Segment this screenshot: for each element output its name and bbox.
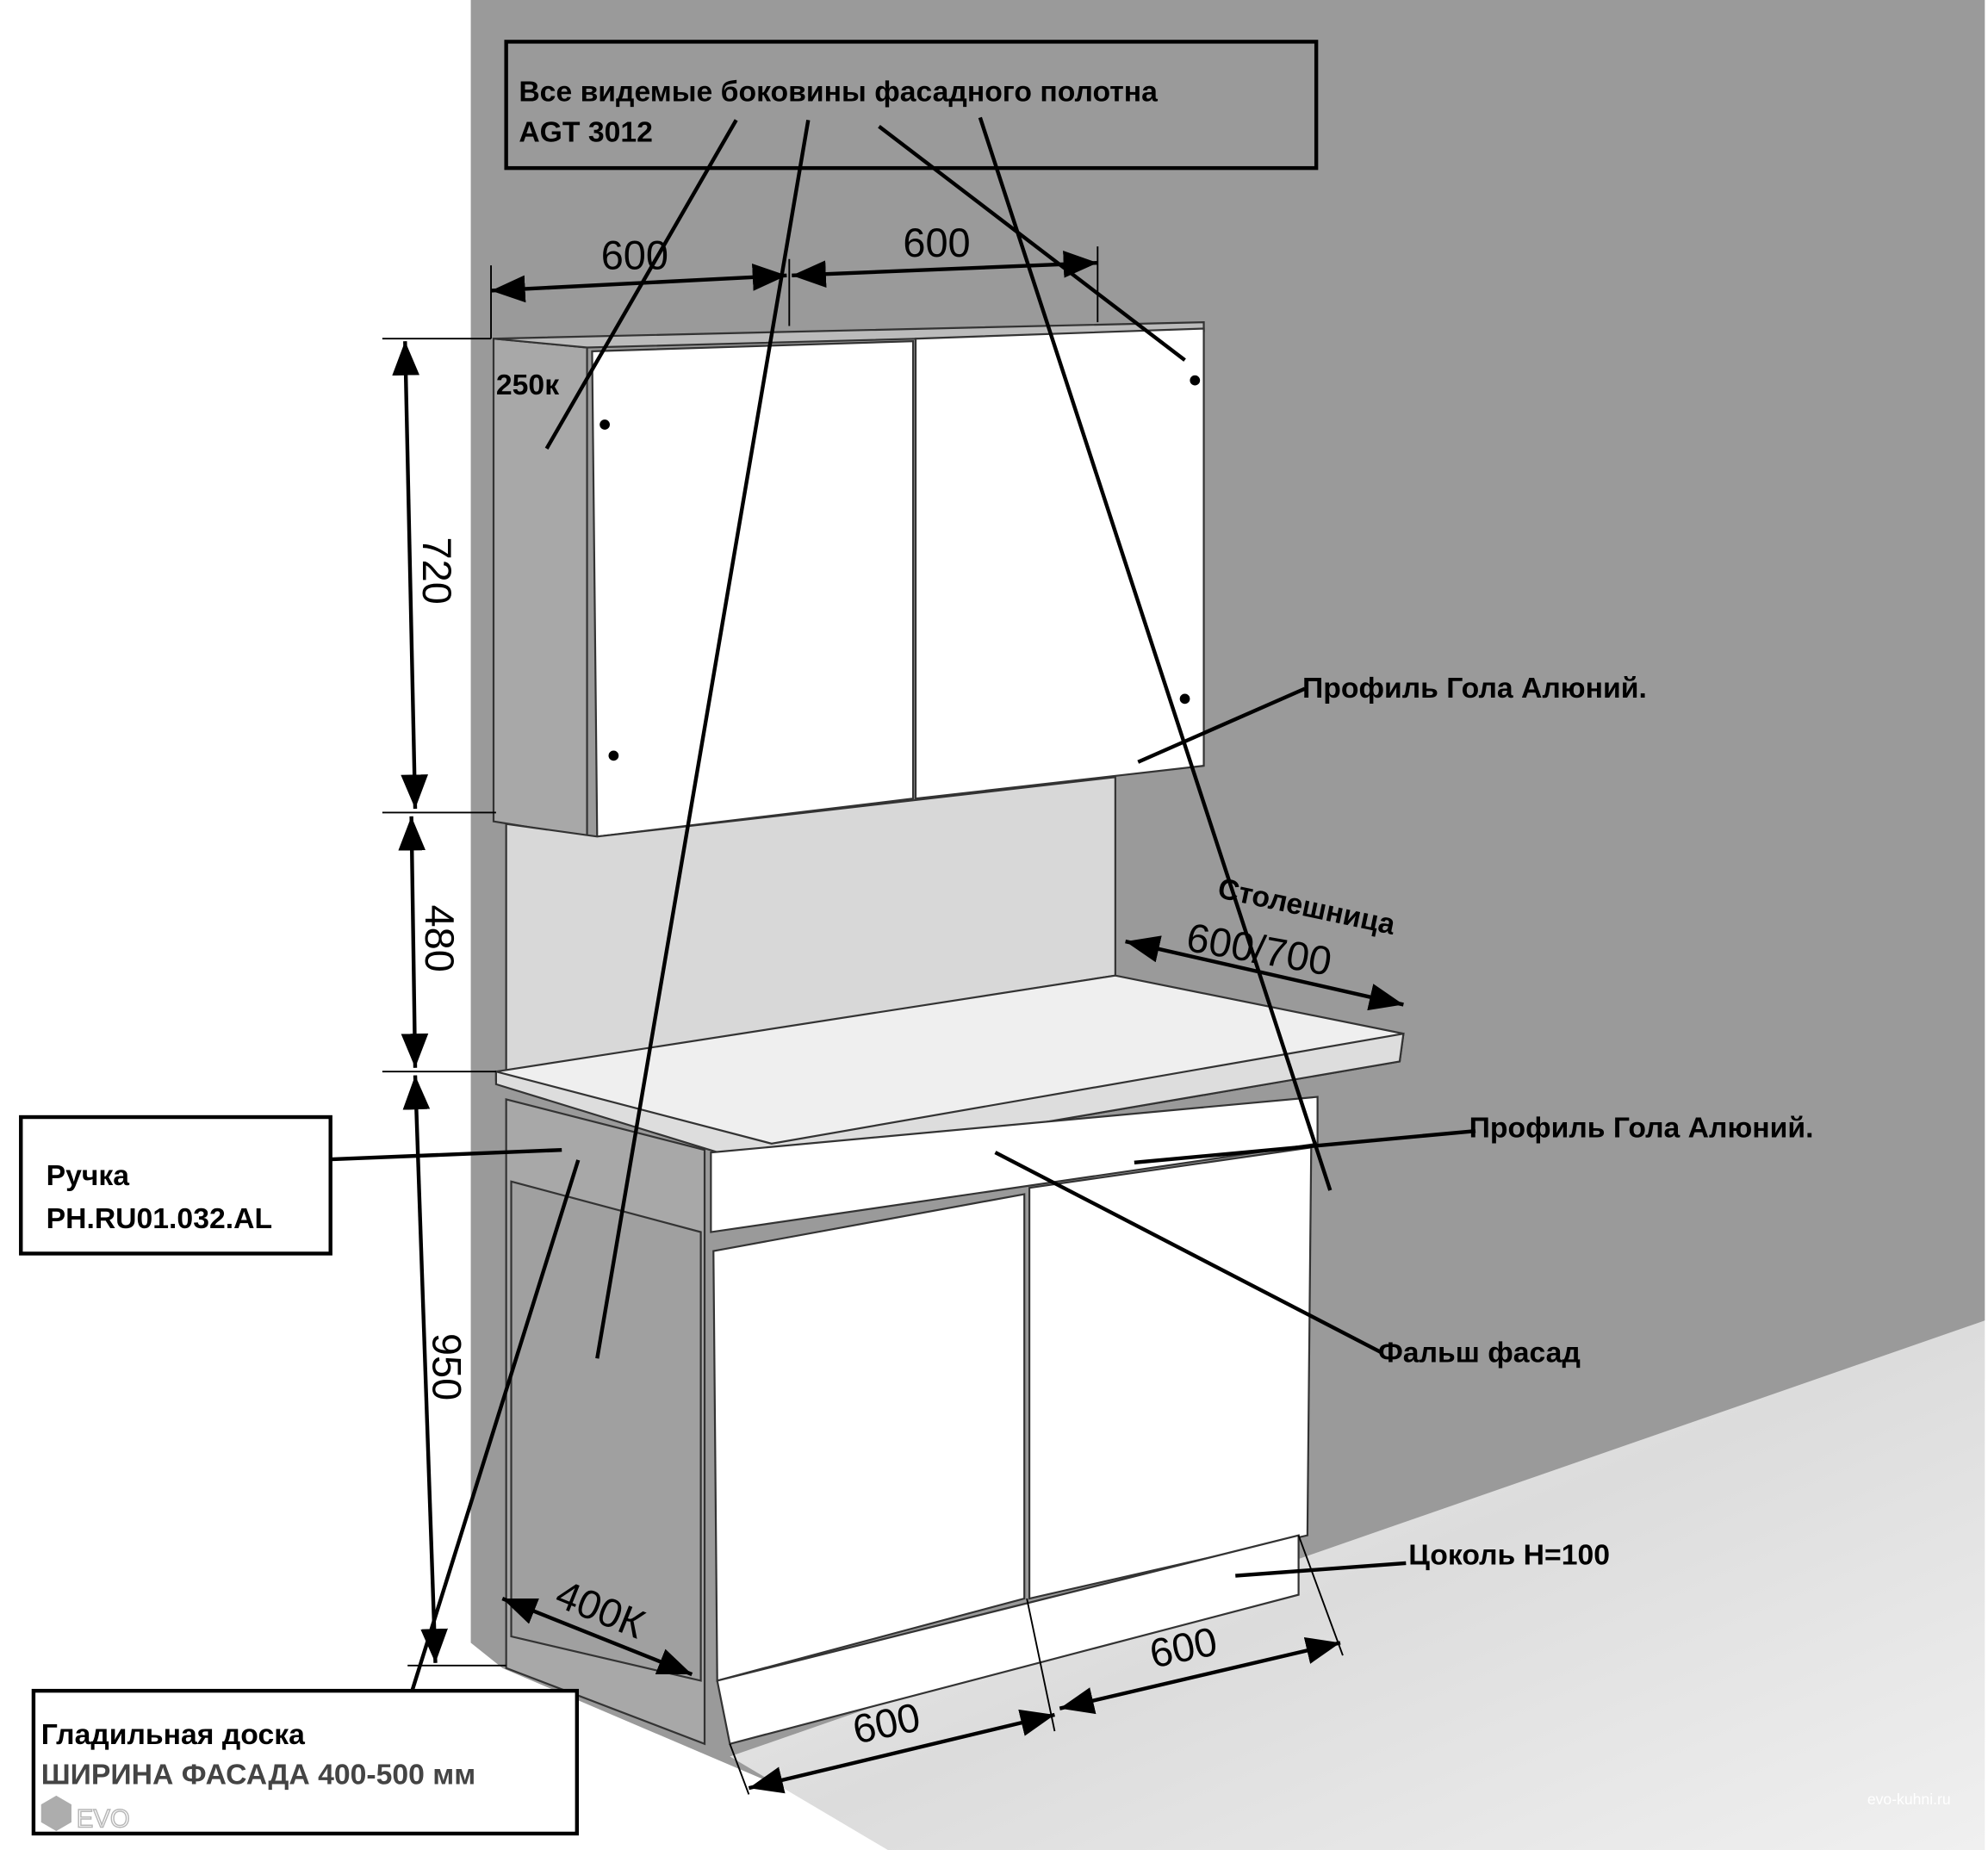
lower-door-left (712, 1193, 1026, 1682)
side-panels-callout-line1: Все видемые боковины фасадного полотна (519, 75, 1158, 108)
leader-lines (189, 116, 1476, 1739)
profile-lower-label: Профиль Гола Алюний. (1469, 1111, 1814, 1144)
upper-side-panel (492, 338, 588, 838)
dim-upper-width-left: 600 (601, 233, 668, 278)
handle-callout-line1: Ручка (47, 1159, 130, 1192)
ironing-board-callout-box (31, 1688, 580, 1836)
ironing-board-callout-line2: ШИРИНА ФАСАДА 400-500 мм (41, 1759, 475, 1791)
lower-door-right (1028, 1145, 1313, 1600)
evo-logo: EVO (40, 1795, 130, 1834)
ironing-board-callout-line1: Гладильная доска (41, 1718, 305, 1751)
false-facade (710, 1096, 1319, 1233)
watermark-site: evo-kuhni.ru (1867, 1791, 1951, 1808)
countertop-edge (494, 1032, 1405, 1170)
dim-upper-width-right: 600 (903, 220, 970, 265)
upper-module-label: 250к (496, 369, 559, 401)
dim-lower-height: 950 (425, 1333, 470, 1400)
plinth (716, 1534, 1300, 1746)
dim-upper-height: 720 (414, 537, 460, 605)
upper-door-left (591, 340, 915, 838)
handle-callout-box (19, 1114, 332, 1256)
ironing-board-facade (510, 1180, 702, 1682)
plinth-label: Цоколь H=100 (1408, 1538, 1610, 1571)
svg-text:EVO: EVO (77, 1805, 130, 1834)
dimension-lines (382, 246, 1404, 1795)
profile-upper-label: Профиль Гола Алюний. (1302, 672, 1647, 705)
dim-backsplash-height: 480 (417, 905, 463, 972)
handle-callout-line2: PH.RU01.032.AL (47, 1202, 272, 1235)
false-facade-label: Фальш фасад (1378, 1337, 1581, 1369)
side-panels-callout-line2: AGT 3012 (519, 115, 653, 148)
side-panels-callout-box (504, 40, 1319, 171)
upper-door-right (914, 327, 1205, 800)
